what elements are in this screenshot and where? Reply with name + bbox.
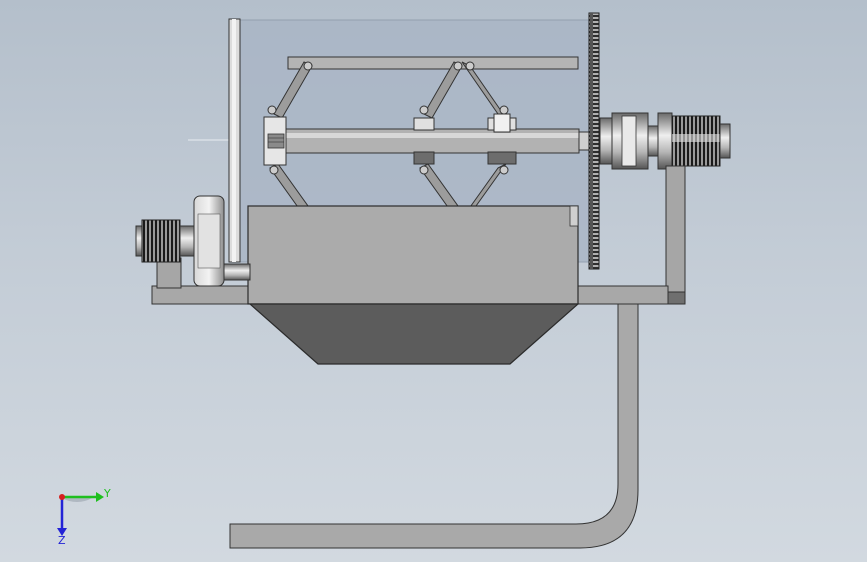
- shaft-clamp-middle[interactable]: [413, 117, 435, 165]
- axis-y-label: Y: [103, 487, 111, 500]
- hopper-box[interactable]: [247, 205, 579, 305]
- top-frame-bar[interactable]: [287, 56, 579, 70]
- drive-motor-left[interactable]: [135, 219, 195, 289]
- shaft-clamp-right[interactable]: [487, 113, 517, 165]
- belt-pulley[interactable]: [193, 195, 251, 287]
- drum-end-plate-left[interactable]: [228, 18, 241, 263]
- shaft-clamp-left[interactable]: [263, 116, 287, 166]
- main-shaft[interactable]: [282, 128, 610, 154]
- ring-gear[interactable]: [588, 12, 600, 270]
- drive-motor-right[interactable]: [599, 112, 731, 170]
- axis-z-label: Z: [58, 534, 66, 547]
- discharge-pipe[interactable]: [229, 303, 639, 549]
- hopper-funnel[interactable]: [248, 303, 580, 365]
- coordinate-triad-icon: Y Z: [57, 487, 111, 547]
- motor-support-post[interactable]: [665, 165, 686, 305]
